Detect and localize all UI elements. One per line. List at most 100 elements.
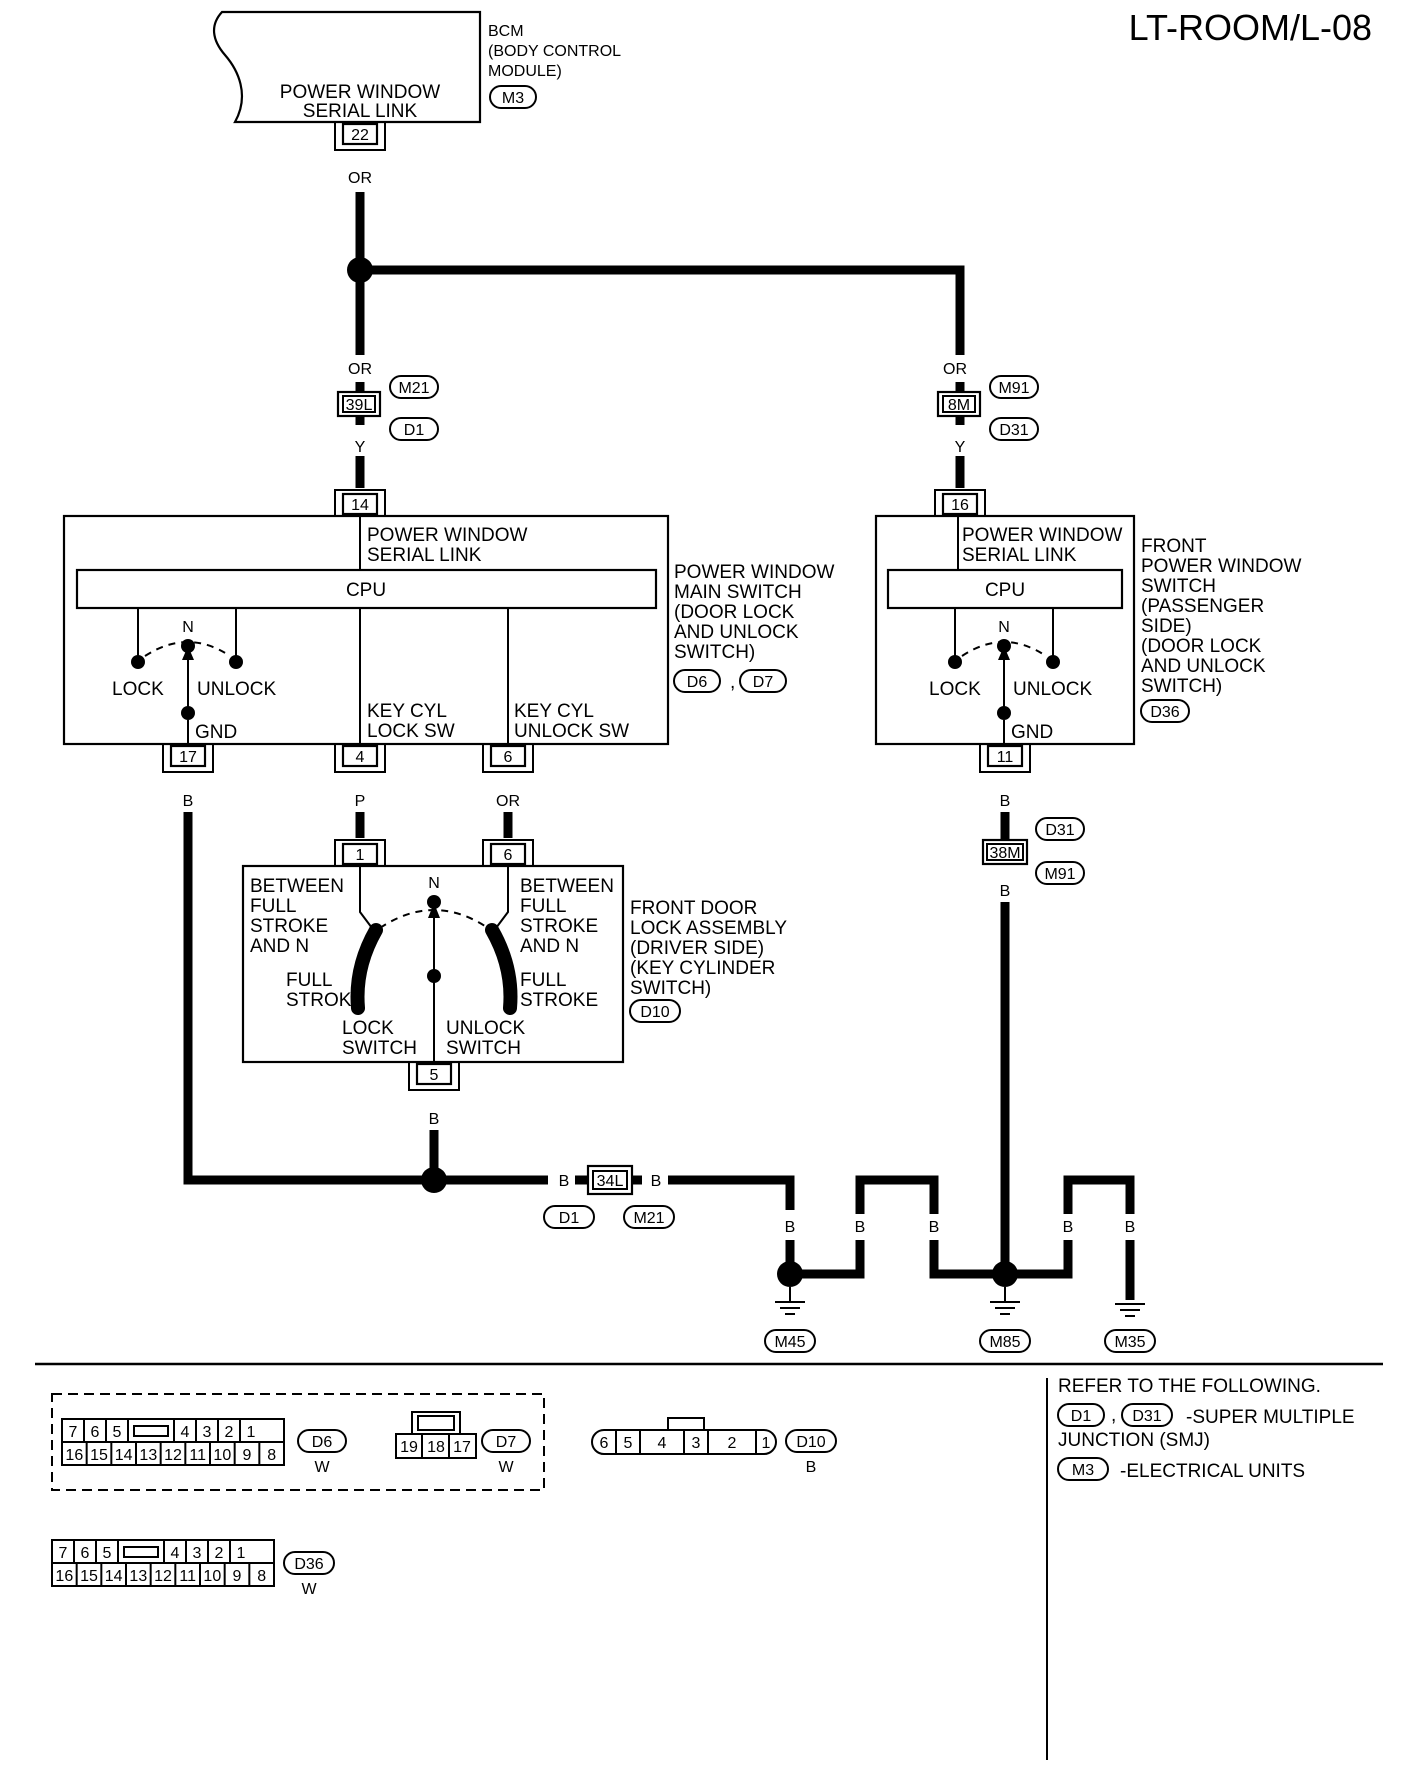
d6-top-pin: 2	[225, 1424, 234, 1441]
connector-d36-legend: D36	[294, 1556, 323, 1573]
ground-m85: M85	[979, 1287, 1031, 1353]
connector-d6-badge: D6	[687, 674, 708, 691]
svg-text:GND: GND	[195, 722, 237, 743]
d6-bottom-pin: 8	[267, 1447, 276, 1464]
svg-text:FRONT DOOR: FRONT DOOR	[630, 898, 757, 919]
d36-bottom-pin: 10	[203, 1568, 221, 1585]
svg-text:17: 17	[179, 749, 197, 766]
d36-color: W	[301, 1581, 317, 1598]
refer-d1-badge: D1	[1071, 1408, 1092, 1425]
svg-text:8M: 8M	[948, 397, 970, 414]
d36-bottom-pin: 16	[55, 1568, 73, 1585]
svg-text:14: 14	[351, 497, 369, 514]
connector-d1-badge: D1	[404, 422, 425, 439]
wire-label-or-top: OR	[348, 170, 372, 187]
svg-text:N: N	[182, 619, 194, 636]
svg-text:LOCK: LOCK	[112, 679, 164, 700]
inline-connector-38m: 38M D31 M91	[981, 817, 1085, 885]
d10-pin: 6	[600, 1435, 609, 1452]
svg-text:AND N: AND N	[250, 936, 309, 957]
inline-connector-8m: 8M M91 D31	[936, 375, 1039, 441]
connector-d7-badge: D7	[753, 674, 774, 691]
svg-text:LOCK SW: LOCK SW	[367, 721, 455, 742]
pin-4: 4	[334, 744, 386, 773]
pin-16: 16	[934, 489, 986, 516]
svg-text:B: B	[1000, 1219, 1011, 1236]
d10-color: B	[806, 1459, 817, 1476]
svg-text:SERIAL LINK: SERIAL LINK	[962, 545, 1077, 566]
d6-bottom-pin: 10	[213, 1447, 231, 1464]
connector-d1-badge-2: D1	[559, 1210, 580, 1227]
d36-bottom-pin: 14	[105, 1568, 123, 1585]
svg-text:UNLOCK: UNLOCK	[446, 1018, 526, 1039]
pin-6: 6	[482, 744, 534, 773]
pin-6-door: 6	[482, 839, 534, 866]
ground-m45: M45	[764, 1287, 816, 1353]
cpu-main-label: CPU	[346, 580, 386, 601]
svg-text:38M: 38M	[989, 845, 1020, 862]
svg-text:FRONT: FRONT	[1141, 536, 1207, 557]
d6-top-pin: 6	[91, 1424, 100, 1441]
d6-bottom-pin: 13	[139, 1447, 157, 1464]
wire-label-y-right: Y	[955, 439, 966, 456]
svg-text:B: B	[855, 1219, 866, 1236]
svg-text:,: ,	[1111, 1405, 1116, 1426]
svg-text:11: 11	[997, 749, 1014, 766]
bcm-name-1: BCM	[488, 23, 524, 40]
d6-top-pin: 1	[247, 1424, 256, 1441]
svg-text:SWITCH): SWITCH)	[630, 978, 711, 999]
svg-text:UNLOCK: UNLOCK	[197, 679, 277, 700]
wire-label-b-5: B	[429, 1111, 440, 1128]
d36-bottom-pin: 12	[154, 1568, 172, 1585]
connector-d36-badge: D36	[1150, 704, 1179, 721]
svg-text:FULL: FULL	[520, 896, 566, 917]
refer-eu: -ELECTRICAL UNITS	[1120, 1461, 1305, 1482]
connector-d7-legend: D7	[496, 1434, 517, 1451]
d6-d7-group	[51, 1393, 545, 1491]
d36-top-pin: 1	[237, 1545, 246, 1562]
svg-text:5: 5	[430, 1067, 439, 1084]
wire-label-p: P	[355, 793, 366, 810]
d36-bottom-pin: 13	[129, 1568, 147, 1585]
svg-text:(DOOR LOCK: (DOOR LOCK	[1141, 636, 1262, 657]
d10-pin: 5	[624, 1435, 633, 1452]
svg-text:SWITCH: SWITCH	[446, 1038, 521, 1059]
svg-text:(PASSENGER: (PASSENGER	[1141, 596, 1264, 617]
svg-text:STROKE: STROKE	[250, 916, 328, 937]
connector-m21-badge: M21	[398, 380, 429, 397]
svg-text:SWITCH: SWITCH	[342, 1038, 417, 1059]
svg-text:LOCK: LOCK	[929, 679, 981, 700]
wire-label-b-38m: B	[1000, 883, 1011, 900]
svg-text:6: 6	[504, 847, 513, 864]
svg-text:POWER WINDOW: POWER WINDOW	[674, 562, 834, 583]
svg-text:(KEY CYLINDER: (KEY CYLINDER	[630, 958, 775, 979]
refer-smj-2: JUNCTION (SMJ)	[1058, 1430, 1210, 1451]
svg-text:FULL: FULL	[250, 896, 296, 917]
inline-connector-34l: B 34L B D1 M21	[543, 1164, 675, 1229]
svg-text:BETWEEN: BETWEEN	[250, 876, 344, 897]
svg-text:BETWEEN: BETWEEN	[520, 876, 614, 897]
d10-pin: 2	[728, 1435, 737, 1452]
svg-text:STROKE: STROKE	[520, 990, 598, 1011]
bcm-module: POWER WINDOW SERIAL LINK BCM (BODY CONTR…	[213, 10, 621, 124]
svg-text:POWER WINDOW: POWER WINDOW	[367, 525, 527, 546]
d36-bottom-pin: 11	[179, 1568, 196, 1585]
svg-text:19: 19	[400, 1439, 418, 1456]
svg-text:STROKE: STROKE	[286, 990, 364, 1011]
wire-label-or-left: OR	[348, 361, 372, 378]
d6-bottom-pin: 14	[115, 1447, 133, 1464]
svg-text:18: 18	[427, 1439, 445, 1456]
svg-text:B: B	[785, 1219, 796, 1236]
refer-d31-badge: D31	[1132, 1408, 1161, 1425]
d36-top-pin: 6	[81, 1545, 90, 1562]
d36-bottom-pin: 15	[80, 1568, 98, 1585]
refer-smj-1: -SUPER MULTIPLE	[1186, 1407, 1355, 1428]
d6-bottom-pin: 11	[189, 1447, 206, 1464]
pin-11: 11	[979, 744, 1031, 773]
svg-text:KEY CYL: KEY CYL	[367, 701, 447, 722]
d6-top-pin: 4	[181, 1424, 190, 1441]
svg-text:UNLOCK SW: UNLOCK SW	[514, 721, 629, 742]
svg-text:LOCK ASSEMBLY: LOCK ASSEMBLY	[630, 918, 787, 939]
svg-text:(DRIVER SIDE): (DRIVER SIDE)	[630, 938, 764, 959]
